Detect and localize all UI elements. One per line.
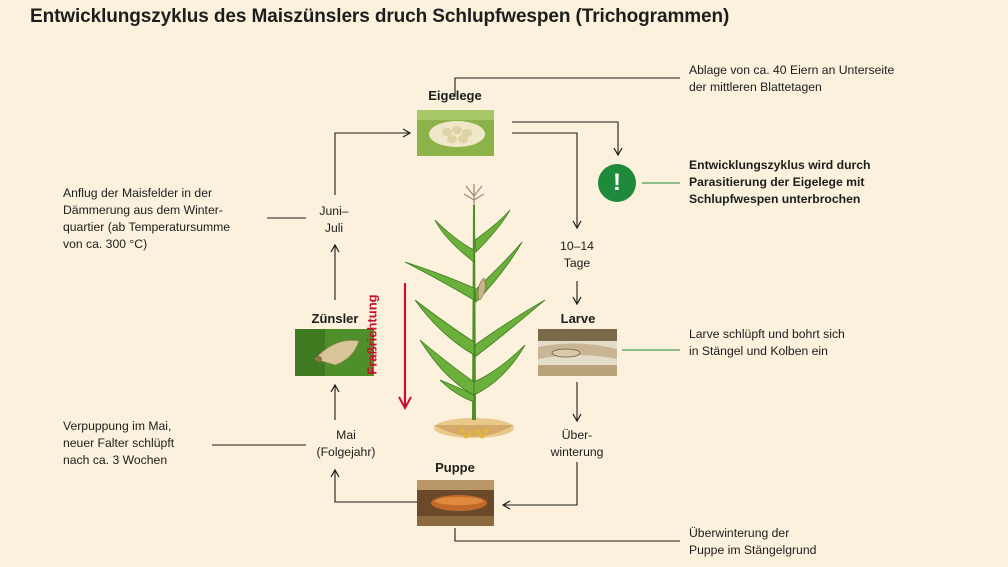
page-title: Entwicklungszyklus des Maiszünslers druc…	[30, 6, 730, 27]
puppe-photo	[417, 480, 494, 526]
note-anflug-line1: Anflug der Maisfelder in der	[63, 186, 213, 200]
note-zyklus-line1: Entwicklungszyklus wird durch	[689, 158, 871, 172]
note-anflug-line4: von ca. 300 °C)	[63, 237, 148, 251]
leader-puppe	[454, 528, 680, 542]
note-puppe: Überwinterung der Puppe im Stängelgrund	[689, 525, 816, 559]
note-zyklus-unterbrochen: Entwicklungszyklus wird durch Parasitier…	[689, 157, 871, 208]
timing-juni-line1: Juni–	[319, 204, 349, 218]
arrow-puppe-to-mai	[330, 468, 417, 503]
timing-juni-juli: Juni– Juli	[306, 203, 362, 237]
maize-plant-illustration	[404, 184, 546, 439]
timing-mai-line1: Mai	[336, 428, 356, 442]
note-anflug: Anflug der Maisfelder in der Dämmerung a…	[63, 185, 230, 253]
arrow-eigelege-to-tage	[512, 132, 582, 230]
eigelege-photo	[417, 110, 494, 156]
leader-ablage	[454, 77, 680, 97]
fressrichtung-label: Fraßrichtung	[364, 294, 380, 375]
timing-ueber-line2: winterung	[550, 445, 604, 459]
note-verpuppung-line2: neuer Falter schlüpft	[63, 436, 175, 450]
note-ablage-line2: der mittleren Blattetagen	[689, 80, 822, 94]
note-ablage-line1: Ablage von ca. 40 Eiern an Unterseite	[689, 63, 895, 77]
timing-tage: 10–14 Tage	[547, 238, 607, 272]
note-anflug-line2: Dämmerung aus dem Winter-	[63, 203, 223, 217]
note-puppe-line2: Puppe im Stängelgrund	[689, 543, 817, 557]
stage-label-zuensler: Zünsler	[311, 311, 359, 326]
note-ablage: Ablage von ca. 40 Eiern an Unterseite de…	[689, 62, 894, 96]
note-verpuppung-line3: nach ca. 3 Wochen	[63, 453, 168, 467]
stage-label-puppe: Puppe	[435, 460, 475, 475]
timing-mai: Mai (Folgejahr)	[306, 427, 386, 461]
note-verpuppung: Verpuppung im Mai, neuer Falter schlüpft…	[63, 418, 174, 469]
timing-tage-line1: 10–14	[560, 239, 594, 253]
zuensler-photo	[295, 329, 374, 376]
timing-ueberwinterung: Über- winterung	[542, 427, 612, 461]
arrow-juni-to-eigelege	[334, 128, 412, 195]
note-larve: Larve schlüpft und bohrt sich in Stängel…	[689, 326, 845, 360]
stage-label-eigelege: Eigelege	[428, 88, 482, 103]
note-verpuppung-line1: Verpuppung im Mai,	[63, 419, 172, 433]
note-zyklus-line3: Schlupfwespen unterbrochen	[689, 192, 861, 206]
arrow-eigelege-to-warning	[512, 121, 623, 157]
timing-tage-line2: Tage	[563, 256, 591, 270]
timing-mai-line2: (Folgejahr)	[316, 445, 376, 459]
arrow-ueberwinterung-to-puppe	[501, 462, 578, 510]
note-zyklus-line2: Parasitierung der Eigelege mit	[689, 175, 865, 189]
warning-icon: !	[598, 164, 636, 202]
note-larve-line1: Larve schlüpft und bohrt sich	[689, 327, 845, 341]
note-anflug-line3: quartier (ab Temperatursumme	[63, 220, 231, 234]
timing-juni-line2: Juli	[324, 221, 344, 235]
note-larve-line2: in Stängel und Kolben ein	[689, 344, 828, 358]
note-puppe-line1: Überwinterung der	[689, 526, 790, 540]
larve-photo	[538, 329, 617, 376]
stage-label-larve: Larve	[560, 311, 596, 326]
timing-ueber-line1: Über-	[561, 428, 593, 442]
